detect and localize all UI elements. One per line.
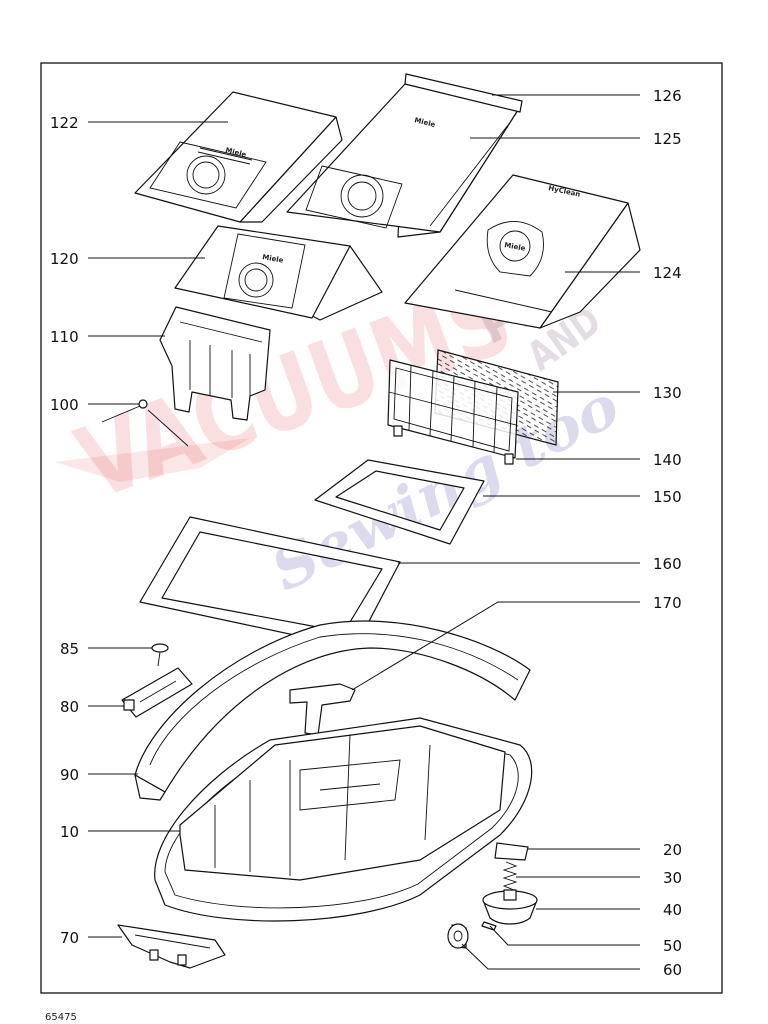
part-140-filter-frame bbox=[387, 359, 519, 465]
part-90-bumper bbox=[134, 620, 531, 801]
callout-50: 50 bbox=[663, 937, 682, 955]
part-50-axle-pin bbox=[481, 921, 497, 931]
figure-number: 65475 bbox=[45, 1012, 77, 1023]
part-30-spring bbox=[502, 861, 518, 891]
callout-10: 10 bbox=[60, 823, 79, 841]
callout-122: 122 bbox=[50, 114, 79, 132]
part-40-caster-wheel bbox=[482, 889, 538, 925]
part-80-clip bbox=[121, 667, 193, 718]
part-10-housing-base bbox=[154, 717, 533, 922]
callout-130: 130 bbox=[653, 384, 682, 402]
callout-150: 150 bbox=[653, 488, 682, 506]
part-20-bracket bbox=[494, 842, 529, 861]
callout-60: 60 bbox=[663, 961, 682, 979]
part-126-closure-strip bbox=[404, 73, 523, 113]
callout-125: 125 bbox=[653, 130, 682, 148]
drawing-frame bbox=[40, 62, 723, 994]
part-150-filter-seal bbox=[314, 459, 485, 545]
callout-90: 90 bbox=[60, 766, 79, 784]
part-125-dust-bag: Miele bbox=[286, 83, 519, 238]
leader-170 bbox=[351, 601, 640, 691]
callout-80: 80 bbox=[60, 698, 79, 716]
callout-40: 40 bbox=[663, 901, 682, 919]
part-70-cover bbox=[117, 924, 226, 969]
part-120-dust-bag: Miele bbox=[174, 225, 383, 321]
leader-60 bbox=[461, 943, 640, 970]
part-60-roller bbox=[447, 923, 469, 949]
part-85-screw bbox=[151, 643, 169, 667]
callout-labels: 122 120 110 100 85 80 90 10 70 126 125 1… bbox=[50, 87, 682, 979]
callout-170: 170 bbox=[653, 594, 682, 612]
callout-126: 126 bbox=[653, 87, 682, 105]
callout-124: 124 bbox=[653, 264, 682, 282]
watermark-swoosh bbox=[55, 438, 250, 482]
callout-70: 70 bbox=[60, 929, 79, 947]
bag-120-logo: Miele bbox=[262, 253, 285, 265]
bag-124-logo-miele: Miele bbox=[504, 241, 527, 253]
callout-140: 140 bbox=[653, 451, 682, 469]
part-124-dust-bag: Miele HyClean bbox=[404, 174, 641, 329]
part-110-bag-holder bbox=[159, 306, 271, 421]
callout-100: 100 bbox=[50, 396, 79, 414]
leader-lines bbox=[88, 94, 640, 970]
leader-50 bbox=[489, 925, 640, 946]
callout-160: 160 bbox=[653, 555, 682, 573]
part-122-dust-bag: Miele bbox=[134, 91, 343, 223]
callout-85: 85 bbox=[60, 640, 79, 658]
part-170-hose-elbow bbox=[289, 683, 356, 736]
callout-120: 120 bbox=[50, 250, 79, 268]
callout-30: 30 bbox=[663, 869, 682, 887]
part-160-gasket bbox=[139, 516, 401, 649]
part-100-rod bbox=[101, 399, 189, 447]
callout-20: 20 bbox=[663, 841, 682, 859]
callout-110: 110 bbox=[50, 328, 79, 346]
